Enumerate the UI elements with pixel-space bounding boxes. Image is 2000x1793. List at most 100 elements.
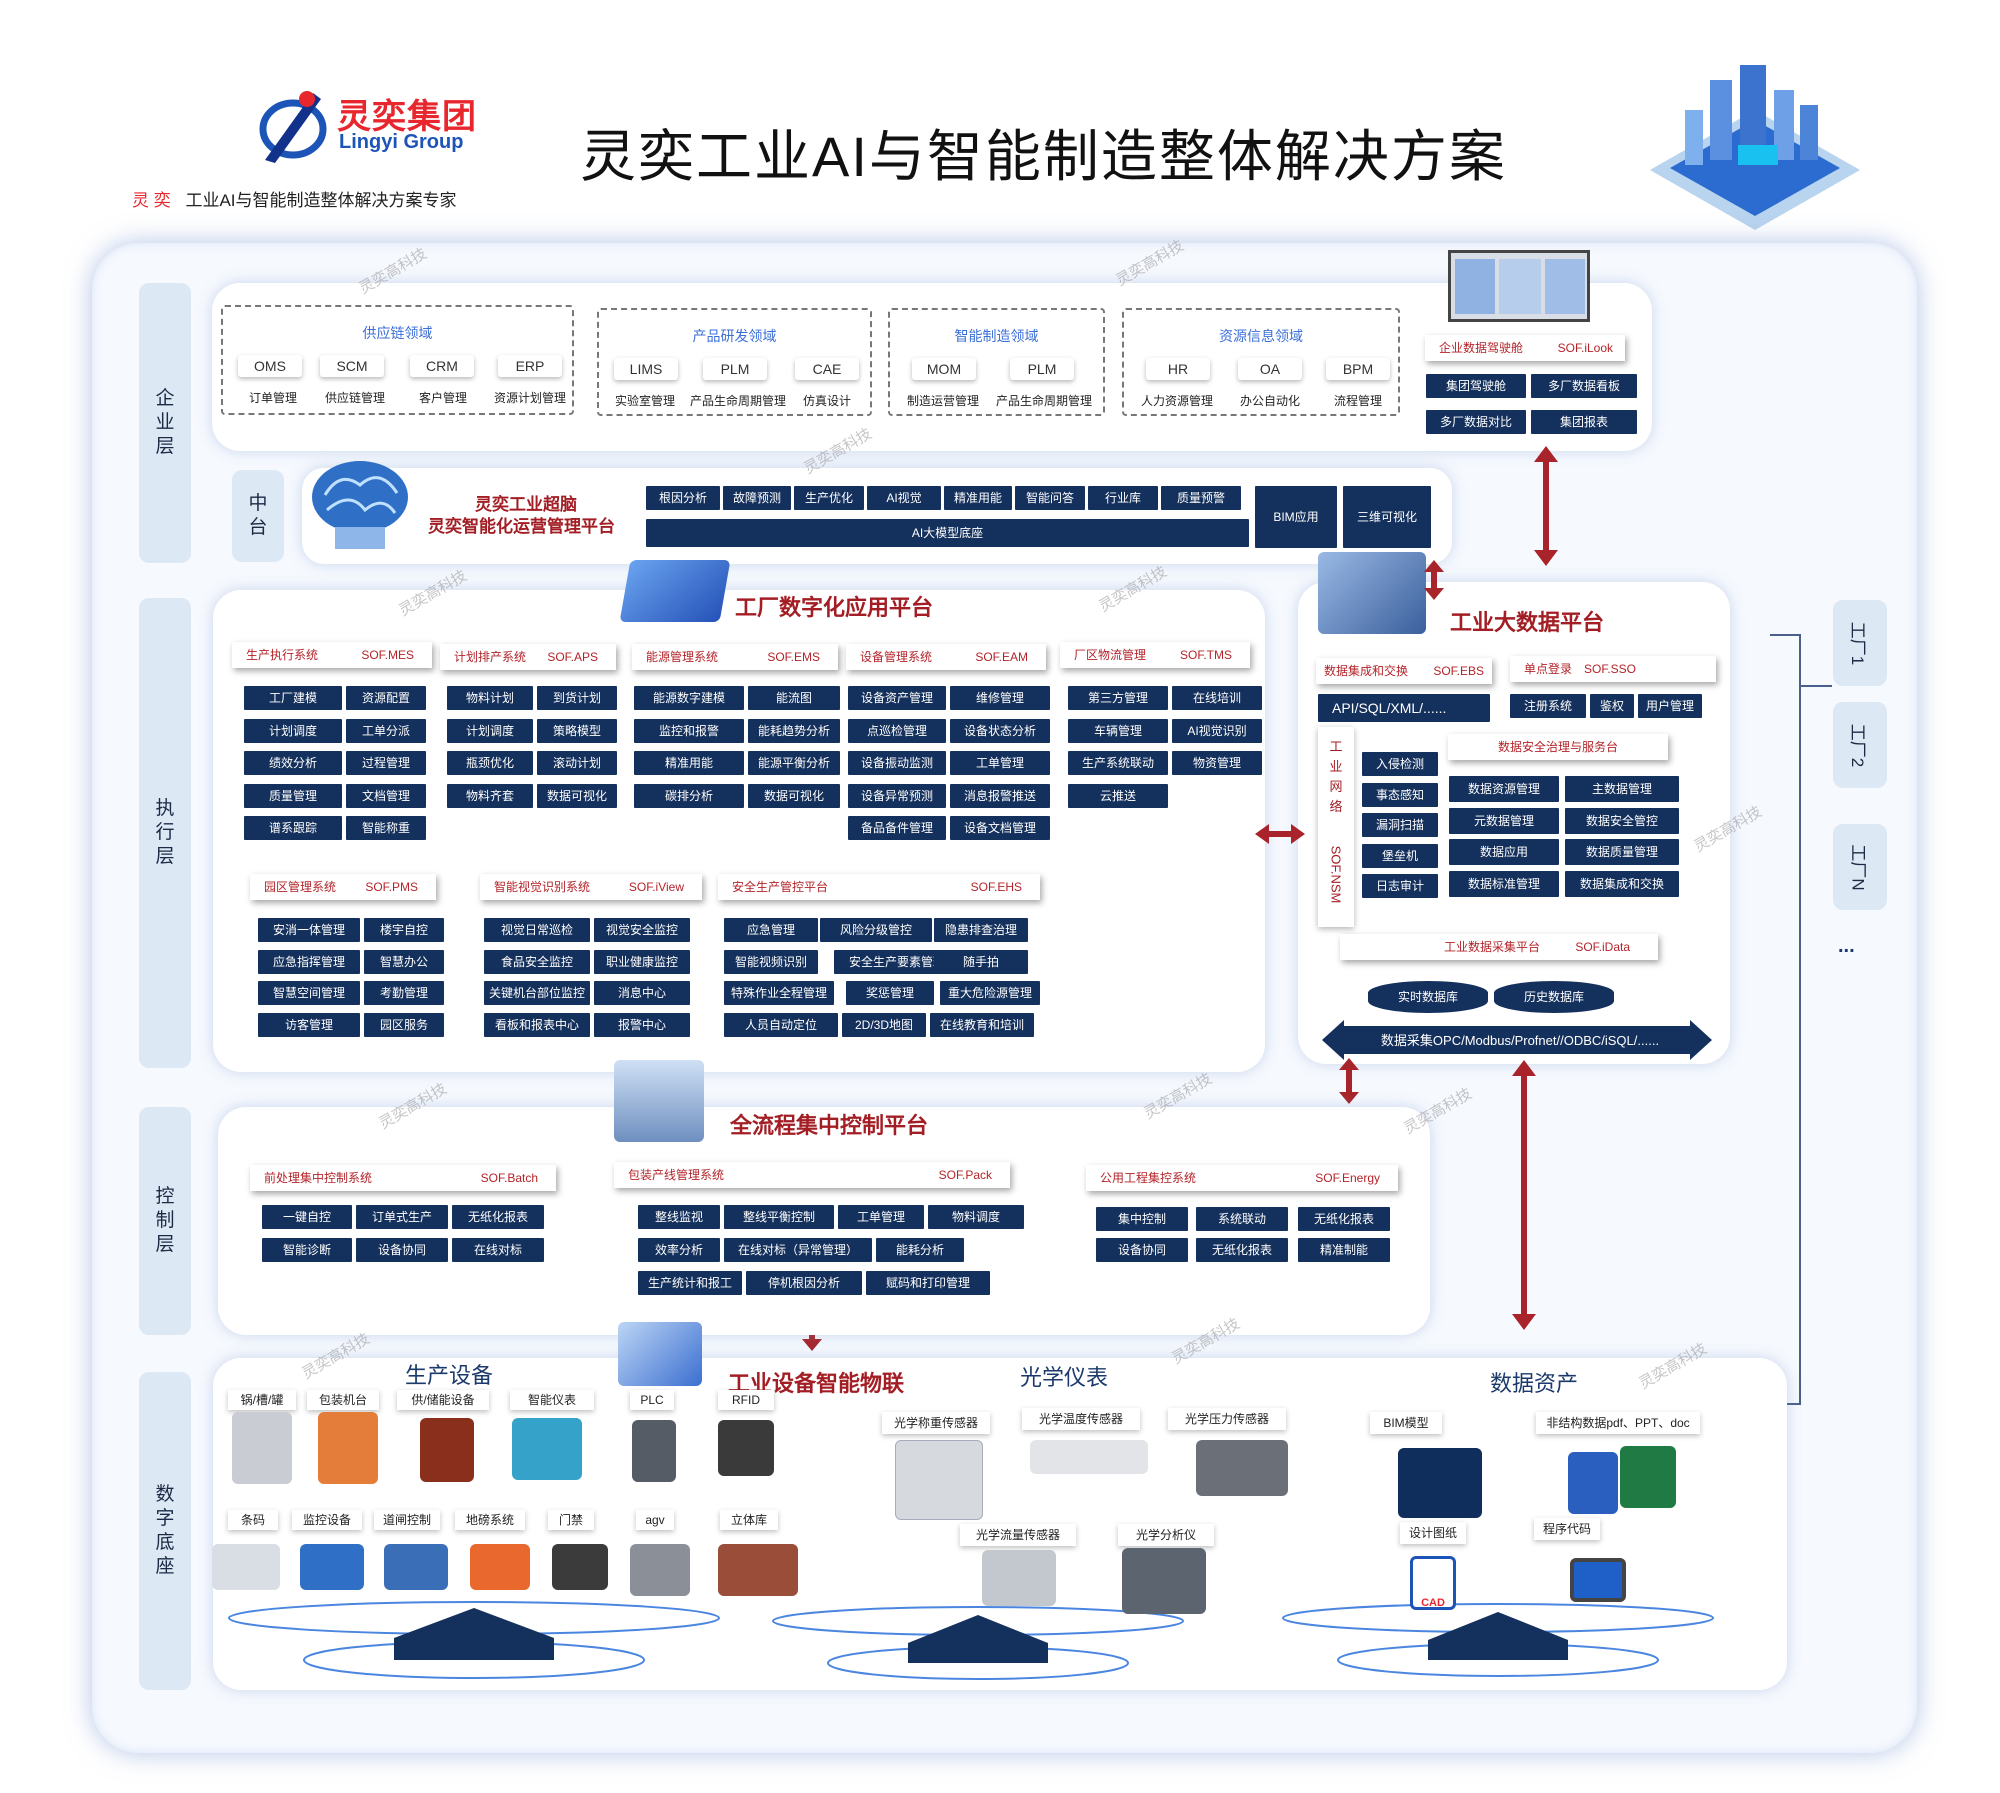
module-item[interactable]: 停机根因分析 <box>746 1271 862 1295</box>
module-item[interactable]: 应急管理 <box>724 918 818 942</box>
db-history[interactable]: 历史数据库 <box>1494 981 1614 1013</box>
gov-item[interactable]: 数据应用 <box>1449 839 1559 865</box>
bim-app[interactable]: BIM应用 <box>1255 486 1337 548</box>
module-item[interactable]: 设备资产管理 <box>848 686 946 710</box>
module-item[interactable]: 风险分级管控 <box>820 918 932 942</box>
module-item[interactable]: 看板和报表中心 <box>484 1012 590 1037</box>
module-item[interactable]: 生产系统联动 <box>1068 751 1168 775</box>
module-item[interactable]: 设备协同 <box>356 1238 448 1262</box>
module-item[interactable]: 计划调度 <box>244 718 342 743</box>
module-item[interactable]: 物料齐套 <box>447 783 533 808</box>
module-item[interactable]: 工厂建模 <box>244 686 342 710</box>
module-item[interactable]: 设备协同 <box>1096 1238 1188 1262</box>
ai-item[interactable]: 精准用能 <box>944 486 1012 510</box>
module-item[interactable]: 设备状态分析 <box>950 718 1050 743</box>
module-item[interactable]: 能流图 <box>748 686 840 710</box>
chip-hr[interactable]: HR <box>1146 358 1210 380</box>
module-item[interactable]: 奖惩管理 <box>846 981 934 1005</box>
module-item[interactable]: 园区服务 <box>364 1012 444 1037</box>
module-item[interactable]: 视觉安全监控 <box>594 918 690 942</box>
module-item[interactable]: 整线平衡控制 <box>724 1205 834 1229</box>
module-item[interactable]: 滚动计划 <box>537 751 617 775</box>
ebs-api[interactable]: API/SQL/XML/...... <box>1318 694 1490 722</box>
module-item[interactable]: 备品备件管理 <box>848 816 946 840</box>
module-item[interactable]: 策略模型 <box>537 718 617 743</box>
gov-item[interactable]: 元数据管理 <box>1449 807 1559 834</box>
module-item[interactable]: 集中控制 <box>1096 1207 1188 1231</box>
ilook-item[interactable]: 集团报表 <box>1531 410 1637 434</box>
module-item[interactable]: 瓶颈优化 <box>447 751 533 775</box>
chip-oms[interactable]: OMS <box>238 355 302 377</box>
chip-lims[interactable]: LIMS <box>614 358 678 380</box>
chip-plm2[interactable]: PLM <box>1010 358 1074 380</box>
module-item[interactable]: 智能称重 <box>346 816 426 840</box>
ilook-item[interactable]: 集团驾驶舱 <box>1426 374 1526 398</box>
module-item[interactable]: 在线教育和培训 <box>930 1012 1034 1037</box>
module-item[interactable]: 2D/3D地图 <box>842 1012 926 1037</box>
gov-item[interactable]: 数据质量管理 <box>1565 839 1679 865</box>
module-item[interactable]: 云推送 <box>1068 783 1168 808</box>
ai-item[interactable]: 故障预测 <box>723 486 791 510</box>
module-item[interactable]: 职业健康监控 <box>594 949 690 974</box>
module-item[interactable]: 无纸化报表 <box>1196 1238 1288 1262</box>
module-item[interactable]: 食品安全监控 <box>484 949 590 974</box>
module-item[interactable]: 物料计划 <box>447 686 533 710</box>
ai-item[interactable]: 根因分析 <box>646 486 720 510</box>
gov-item[interactable]: 数据标准管理 <box>1449 870 1559 897</box>
module-item[interactable]: 随手拍 <box>934 949 1028 974</box>
module-item[interactable]: 物资管理 <box>1172 751 1262 775</box>
nsm-item[interactable]: 堡垒机 <box>1362 843 1438 868</box>
module-item[interactable]: 智能诊断 <box>262 1238 352 1262</box>
module-item[interactable]: 在线对标 <box>452 1238 544 1262</box>
module-item[interactable]: 隐患排查治理 <box>934 918 1028 942</box>
module-item[interactable]: 人员自动定位 <box>724 1012 838 1037</box>
module-item[interactable]: 设备文档管理 <box>950 816 1050 840</box>
module-item[interactable]: 应急指挥管理 <box>258 949 360 974</box>
ai-item[interactable]: AI视觉 <box>867 486 941 510</box>
module-item[interactable]: 工单分派 <box>346 718 426 743</box>
module-item[interactable]: 整线监视 <box>638 1205 720 1229</box>
module-item[interactable]: 安消一体管理 <box>258 918 360 942</box>
ai-item[interactable]: 质量预警 <box>1161 486 1241 510</box>
module-item[interactable]: 能源数字建模 <box>634 686 744 710</box>
module-item[interactable]: 精准用能 <box>634 751 744 775</box>
chip-cae[interactable]: CAE <box>795 358 859 380</box>
module-item[interactable]: 设备异常预测 <box>848 783 946 808</box>
ai-item[interactable]: 行业库 <box>1088 486 1158 510</box>
module-item[interactable]: 质量管理 <box>244 783 342 808</box>
chip-erp[interactable]: ERP <box>498 355 562 377</box>
module-item[interactable]: 一键自控 <box>262 1205 352 1229</box>
sso-item[interactable]: 注册系统 <box>1510 694 1586 718</box>
module-item[interactable]: 智能视频识别 <box>724 949 818 974</box>
module-item[interactable]: 谱系跟踪 <box>244 816 342 840</box>
module-item[interactable]: 考勤管理 <box>364 981 444 1005</box>
ai-model-base[interactable]: AI大模型底座 <box>646 519 1249 547</box>
gov-item[interactable]: 主数据管理 <box>1565 776 1679 802</box>
module-item[interactable]: 楼宇自控 <box>364 918 444 942</box>
gov-item[interactable]: 数据资源管理 <box>1449 776 1559 802</box>
module-item[interactable]: 系统联动 <box>1196 1207 1288 1231</box>
chip-crm[interactable]: CRM <box>410 355 474 377</box>
db-realtime[interactable]: 实时数据库 <box>1368 981 1488 1013</box>
gov-item[interactable]: 数据集成和交换 <box>1565 870 1679 897</box>
module-item[interactable]: 赋码和打印管理 <box>866 1271 990 1295</box>
module-item[interactable]: 在线培训 <box>1172 686 1262 710</box>
chip-oa[interactable]: OA <box>1238 358 1302 380</box>
module-item[interactable]: 访客管理 <box>258 1012 360 1037</box>
module-item[interactable]: 数据可视化 <box>748 783 840 808</box>
module-item[interactable]: 计划调度 <box>447 718 533 743</box>
module-item[interactable]: 数据可视化 <box>537 783 617 808</box>
chip-plm[interactable]: PLM <box>703 358 767 380</box>
module-item[interactable]: 视觉日常巡检 <box>484 918 590 942</box>
nsm-item[interactable]: 漏洞扫描 <box>1362 813 1438 837</box>
ilook-item[interactable]: 多厂数据对比 <box>1426 410 1526 434</box>
module-item[interactable]: 报警中心 <box>594 1012 690 1037</box>
module-item[interactable]: 文档管理 <box>346 783 426 808</box>
module-item[interactable]: 物料调度 <box>928 1205 1024 1229</box>
3d-viz[interactable]: 三维可视化 <box>1343 486 1431 548</box>
module-item[interactable]: 第三方管理 <box>1068 686 1168 710</box>
sso-item[interactable]: 鉴权 <box>1590 694 1634 718</box>
module-item[interactable]: 工单管理 <box>838 1205 924 1229</box>
module-item[interactable]: 关键机台部位监控 <box>484 981 590 1005</box>
module-item[interactable]: 能耗分析 <box>876 1238 964 1262</box>
